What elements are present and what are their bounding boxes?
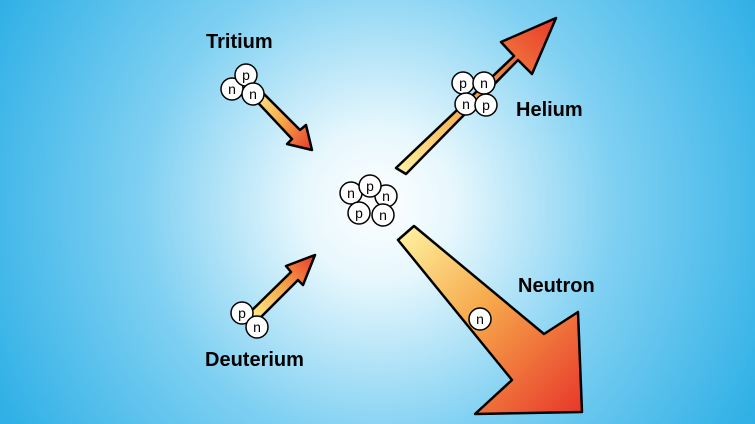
nucleon-label: n [382,188,390,204]
nucleon-label: p [459,75,467,91]
tritium-label: Tritium [206,31,273,53]
nucleon-label: n [462,96,470,112]
nucleon-label: p [366,178,374,194]
helium-proton-2: p [474,93,498,117]
helium-label: Helium [516,99,583,121]
helium-neutron-2: n [454,92,478,116]
fusion-nucleus: n n p n p [339,174,398,227]
fusion-proton-1: p [358,174,382,198]
tritium-nucleus: n p n [220,63,265,106]
deuterium-neutron: n [245,315,269,339]
free-neutron: n [468,307,492,331]
nucleon-label: p [242,67,250,83]
fusion-neutron-3: n [371,203,395,227]
fusion-proton-2: p [347,201,371,225]
tritium-neutron-2: n [241,82,265,106]
deuterium-label: Deuterium [205,349,304,371]
neutron-label: Neutron [518,275,595,297]
nucleon-label: n [476,311,484,327]
helium-proton-1: p [451,71,475,95]
helium-nucleus: p n n p [451,71,498,117]
fusion-neutron-1: n [339,181,363,205]
nucleon-label: p [482,97,490,113]
nucleon-label: n [228,81,236,97]
helium-neutron-1: n [472,71,496,95]
nucleon-label: p [238,305,246,321]
nucleon-label: n [480,75,488,91]
nucleon-label: p [355,205,363,221]
nucleon-label: n [379,207,387,223]
nucleon-label: n [253,319,261,335]
helium-arrow [394,16,558,176]
nucleon-label: n [347,185,355,201]
deuterium-nucleus: p n [230,301,269,339]
tritium-neutron-1: n [220,77,244,101]
deuterium-proton: p [230,301,254,325]
tritium-proton: p [234,63,258,87]
nucleon-label: n [249,86,257,102]
